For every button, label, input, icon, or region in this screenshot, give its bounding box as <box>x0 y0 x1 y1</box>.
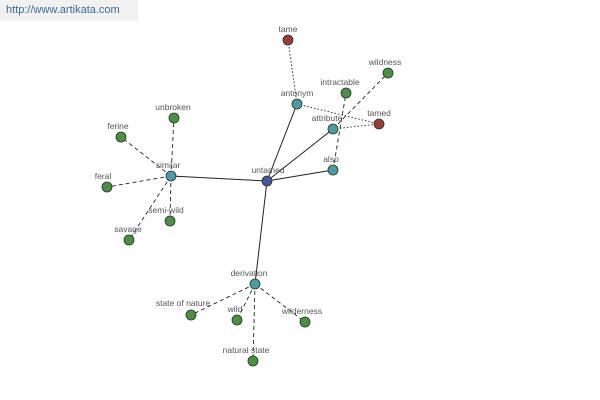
edges-layer <box>106 39 389 362</box>
label-wildness: wildness <box>368 57 402 67</box>
watermark-url: http://www.artikata.com <box>0 0 138 21</box>
edge-similar-savage <box>128 175 172 241</box>
labels-layer: untamed antonym attribute also similar deriva… <box>95 24 402 355</box>
node-wildness[interactable] <box>382 67 394 79</box>
label-antonym: antonym <box>281 88 314 98</box>
label-derivation: derivation <box>231 268 268 278</box>
node-also[interactable] <box>327 164 339 176</box>
edge-antonym-tame <box>287 39 298 105</box>
label-also: also <box>323 154 339 164</box>
node-untamed[interactable] <box>261 175 273 187</box>
node-derivation[interactable] <box>249 278 261 290</box>
edge-untamed-derivation <box>254 180 268 285</box>
node-attribute[interactable] <box>327 123 339 135</box>
edge-similar-feral <box>106 175 172 188</box>
node-state-of-nature[interactable] <box>185 309 197 321</box>
label-wilderness: wilderness <box>281 306 322 316</box>
node-wilderness[interactable] <box>299 316 311 328</box>
node-ferine[interactable] <box>115 131 127 143</box>
label-similar: similar <box>156 160 181 170</box>
label-feral: feral <box>95 171 112 181</box>
node-feral[interactable] <box>101 181 113 193</box>
label-semi-wild: semi-wild <box>148 205 184 215</box>
node-tame[interactable] <box>282 34 294 46</box>
label-tamed: tamed <box>367 108 391 118</box>
label-wild: wild <box>227 304 243 314</box>
node-savage[interactable] <box>123 234 135 246</box>
edge-untamed-antonym <box>266 103 298 182</box>
label-untamed: untamed <box>251 165 284 175</box>
label-natural-state: natural state <box>223 345 270 355</box>
edge-also-intractable <box>332 92 347 171</box>
edge-similar-unbroken <box>170 117 175 177</box>
edge-attribute-wildness <box>332 72 389 130</box>
edge-similar-semi-wild <box>169 175 172 222</box>
node-intractable[interactable] <box>340 87 352 99</box>
edge-derivation-wild <box>236 283 256 321</box>
node-antonym[interactable] <box>291 98 303 110</box>
edge-antonym-tamed <box>296 103 380 125</box>
edge-untamed-also <box>266 169 334 182</box>
edge-untamed-similar <box>170 175 268 182</box>
label-state-of-nature: state of nature <box>156 298 211 308</box>
label-unbroken: unbroken <box>155 102 191 112</box>
label-ferine: ferine <box>107 121 129 131</box>
label-intractable: intractable <box>320 77 359 87</box>
node-similar[interactable] <box>165 170 177 182</box>
label-tame: tame <box>279 24 298 34</box>
node-tamed[interactable] <box>373 118 385 130</box>
edge-derivation-natural-state <box>252 283 256 362</box>
edge-derivation-state-of-nature <box>190 283 256 316</box>
label-savage: savage <box>114 224 142 234</box>
node-semi-wild[interactable] <box>164 215 176 227</box>
node-unbroken[interactable] <box>168 112 180 124</box>
node-wild[interactable] <box>231 314 243 326</box>
edge-derivation-wilderness <box>254 283 306 323</box>
node-natural-state[interactable] <box>247 355 259 367</box>
edge-similar-ferine <box>120 136 172 177</box>
edge-untamed-attribute <box>266 128 334 182</box>
nodes-layer <box>101 34 394 367</box>
label-attribute: attribute <box>312 113 343 123</box>
edge-attribute-tamed <box>332 123 380 130</box>
